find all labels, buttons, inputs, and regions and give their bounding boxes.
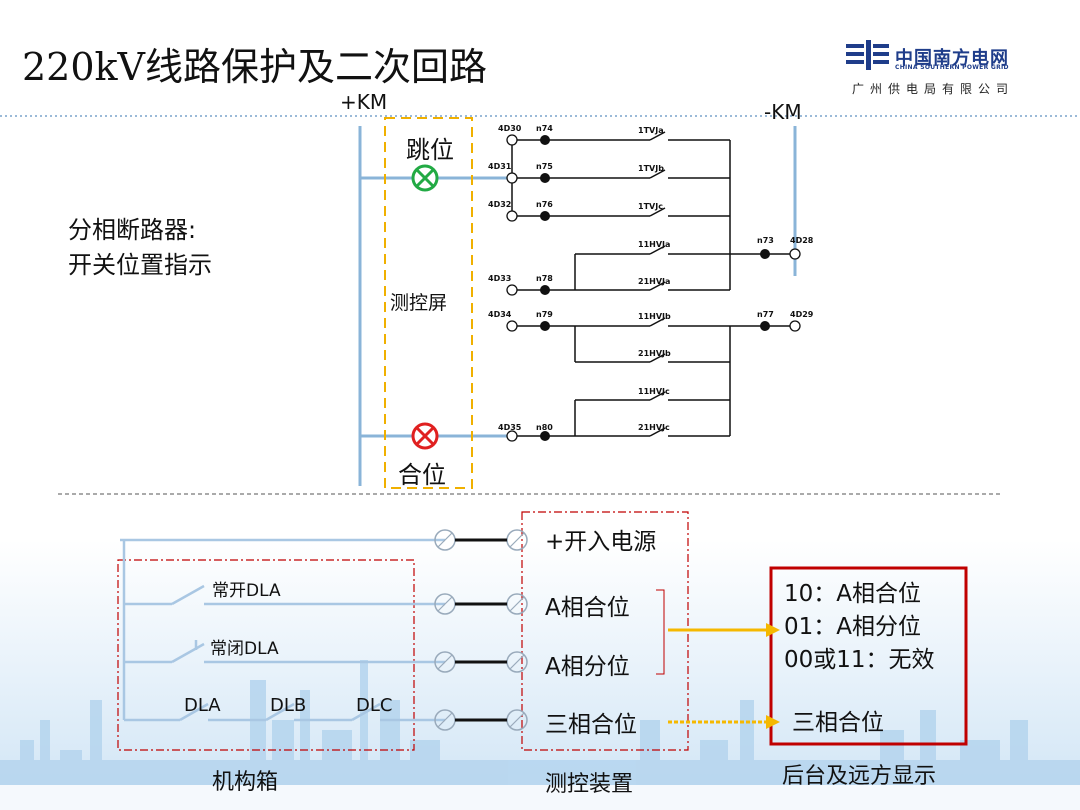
node-label: n80 — [536, 423, 553, 432]
backend-box — [769, 566, 968, 746]
node-label: n74 — [536, 124, 553, 133]
backend-label: 后台及远方显示 — [782, 764, 937, 789]
bus-negative-label: -KM — [764, 100, 802, 124]
terminal-label: 4D32 — [488, 200, 511, 209]
switch-label-series: DLB — [270, 695, 307, 716]
panel-label: 测控屏 — [390, 292, 448, 314]
contact-label: 11HVJc — [638, 387, 670, 396]
terminal-label: 4D30 — [498, 124, 522, 133]
terminal-label: 4D35 — [498, 423, 522, 432]
node-label: n75 — [536, 162, 553, 171]
contact-label: 11HVJb — [638, 312, 671, 321]
terminal-label: 4D31 — [488, 162, 512, 171]
slide-title: 220kV线路保护及二次回路 — [22, 45, 487, 89]
company-name-en: CHINA SOUTHERN POWER GRID — [895, 64, 1009, 71]
trip-lamp-label: 跳位 — [406, 136, 454, 164]
node-label: n73 — [757, 236, 774, 245]
node-label: n77 — [757, 310, 774, 319]
side-note-line1: 分相断路器: — [68, 216, 197, 244]
three-phase-output: 三相合位 — [792, 710, 884, 736]
contact-label: 11HVJa — [638, 240, 670, 249]
mechanism-label: 机构箱 — [212, 770, 279, 795]
input-bracket — [656, 589, 665, 675]
arrow-icon — [668, 623, 780, 637]
bus-positive-label: +KM — [340, 90, 388, 114]
close-lamp-label: 合位 — [398, 461, 446, 489]
input-label: +开入电源 — [545, 529, 657, 555]
code-line: 10：A相合位 — [784, 581, 922, 607]
switch-label-nc: 常闭DLA — [210, 639, 279, 659]
bottom-wiring — [120, 538, 445, 722]
terminal-label: 4D28 — [790, 236, 814, 245]
code-line: 01：A相分位 — [784, 614, 922, 640]
company-name-cn: 中国南方电网 — [895, 48, 1009, 69]
node-label: n78 — [536, 274, 553, 283]
arrow-icon — [668, 715, 780, 729]
terminal-label: 4D34 — [488, 310, 512, 319]
input-label: A相分位 — [545, 654, 630, 680]
input-label: A相合位 — [545, 595, 630, 621]
node-label: n76 — [536, 200, 553, 209]
contact-label: 21HVJc — [638, 423, 670, 432]
terminal-label: 4D33 — [488, 274, 511, 283]
csg-logo-icon — [846, 40, 889, 70]
contact-label: 1TVJa — [638, 126, 664, 135]
contact-label: 1TVJb — [638, 164, 664, 173]
contact-label: 1TVJc — [638, 202, 663, 211]
device-label: 测控装置 — [545, 772, 634, 797]
terminal-symbols — [506, 134, 801, 442]
code-line: 00或11：无效 — [784, 647, 935, 673]
trip-lamp-icon — [411, 164, 439, 192]
device-terminals — [434, 529, 528, 731]
input-label: 三相合位 — [545, 712, 637, 738]
switch-label-series: DLA — [184, 695, 221, 716]
contact-label: 21HVJb — [638, 349, 671, 358]
close-lamp-icon — [411, 422, 439, 450]
relay-contact-network — [511, 131, 795, 437]
subsidiary-name: 广州供电局有限公司 — [852, 82, 1015, 96]
mechanism-box — [117, 559, 415, 751]
terminal-label: 4D29 — [790, 310, 814, 319]
node-label: n79 — [536, 310, 553, 319]
switch-label-no: 常开DLA — [212, 581, 281, 601]
side-note-line2: 开关位置指示 — [68, 251, 212, 279]
contact-label: 21HVJa — [638, 277, 670, 286]
panel-dashed-box — [384, 117, 473, 489]
switch-label-series: DLC — [356, 695, 393, 716]
